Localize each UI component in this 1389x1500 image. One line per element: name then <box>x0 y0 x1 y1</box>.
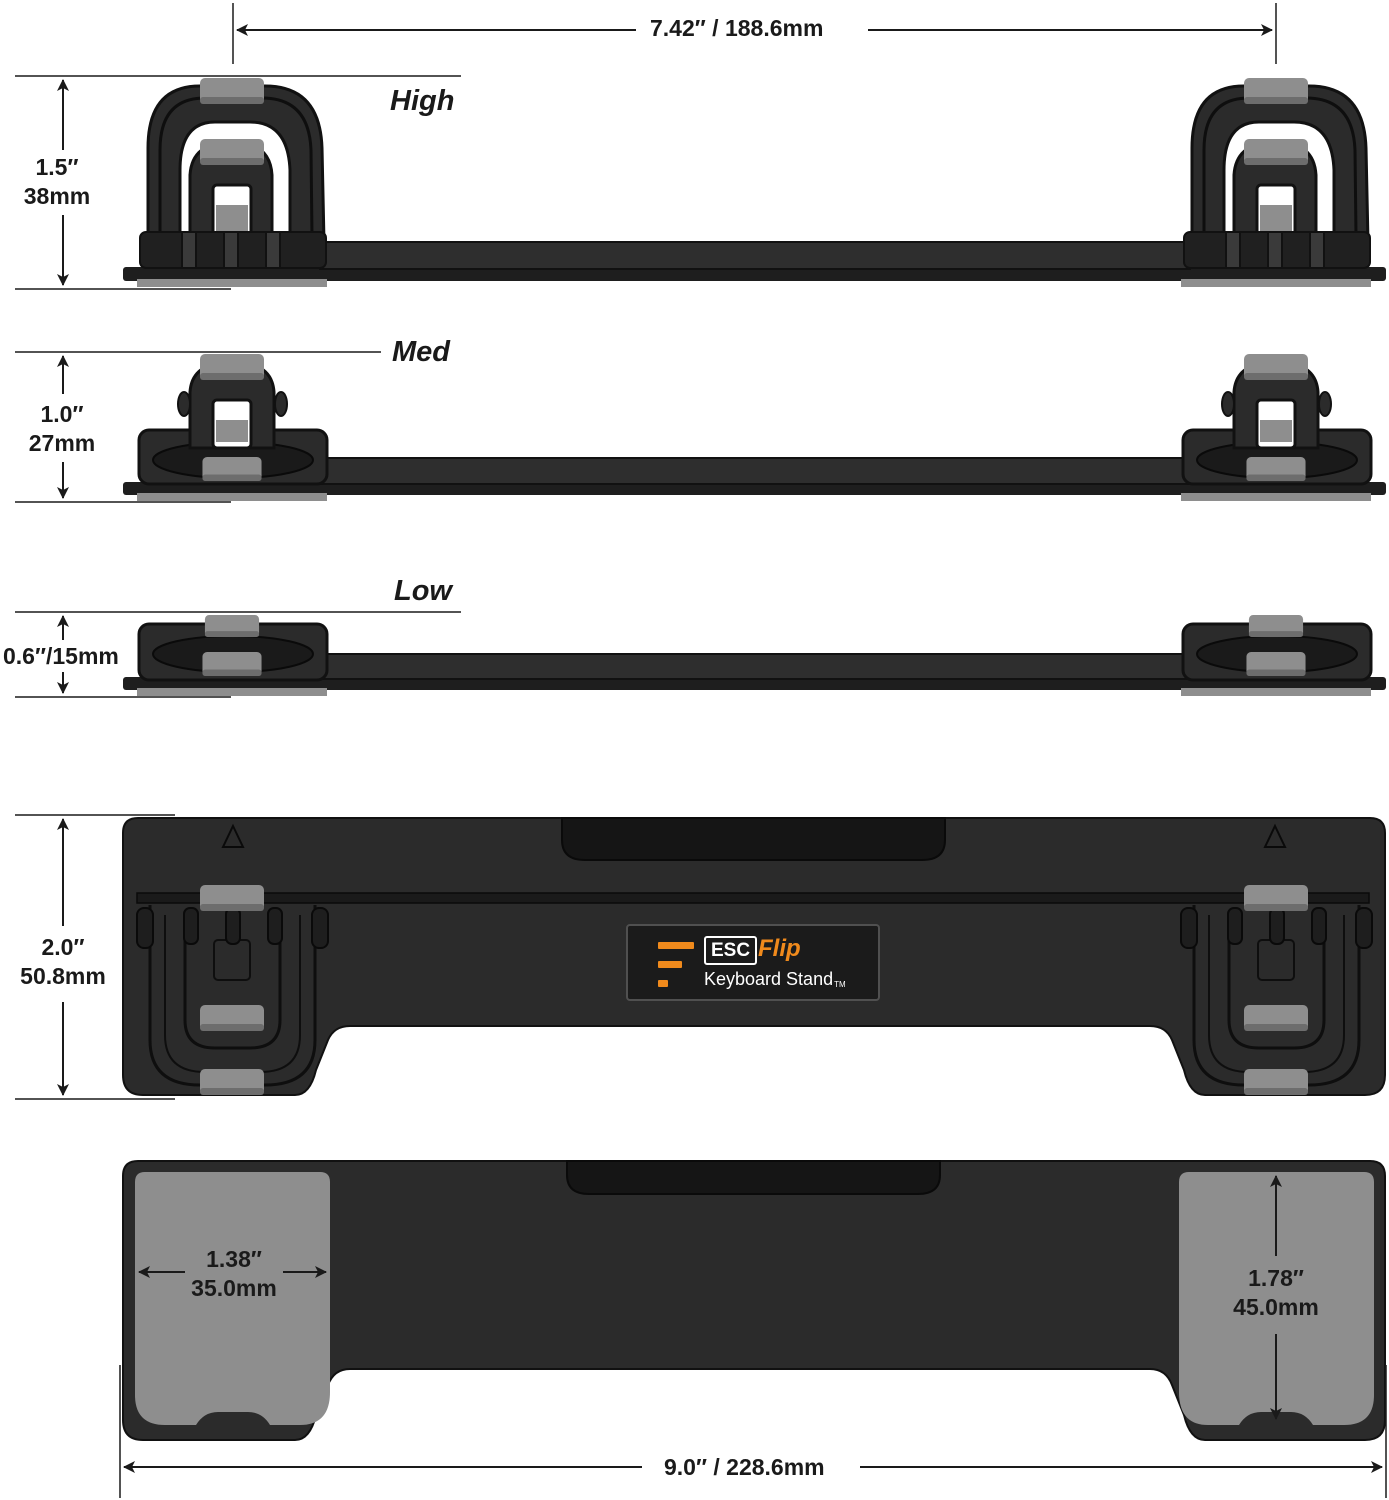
med-right-riser <box>1181 354 1373 486</box>
low-side-view <box>15 611 1386 698</box>
top-view-right-riser <box>1180 885 1373 1095</box>
left-rubber-pad <box>135 1172 330 1425</box>
high-right-riser <box>1183 78 1371 269</box>
depth-mm: 50.8mm <box>20 963 106 989</box>
logo-bar-short <box>658 980 668 987</box>
esc-logo-icon <box>658 942 694 988</box>
low-height-label: 0.6″/15mm <box>1 642 121 671</box>
depth-inches: 2.0″ <box>41 934 85 960</box>
high-right-foot <box>1181 279 1371 287</box>
width-bottom-label: 9.0″ / 228.6mm <box>658 1453 831 1482</box>
high-height-mm: 38mm <box>23 183 91 209</box>
level-label-high: High <box>390 85 455 117</box>
bottom-view <box>119 1160 1387 1498</box>
high-left-foot <box>137 279 327 287</box>
low-left-riser <box>137 615 329 682</box>
med-right-foot <box>1181 493 1371 501</box>
width-top-label: 7.42″ / 188.6mm <box>644 14 830 43</box>
badge-product-text: Keyboard Stand <box>704 969 834 989</box>
right-rubber-pad <box>1179 1172 1374 1425</box>
low-crossbar <box>319 653 1191 680</box>
low-right-foot <box>1181 688 1371 696</box>
high-height-inches: 1.5″ <box>35 154 79 180</box>
med-side-view <box>15 351 1386 503</box>
high-base-plate <box>123 267 1386 281</box>
pad-width-mm: 35.0mm <box>191 1275 277 1301</box>
logo-bar-long <box>658 942 694 949</box>
level-label-med: Med <box>392 336 450 368</box>
med-height-inches: 1.0″ <box>40 401 84 427</box>
high-crossbar <box>319 241 1191 270</box>
med-base-plate <box>123 482 1386 495</box>
badge-esc-text: ESC <box>704 936 758 965</box>
pad-depth-mm: 45.0mm <box>1233 1294 1319 1320</box>
med-crossbar <box>319 457 1191 485</box>
pad-depth-label: 1.78″ 45.0mm <box>1228 1264 1324 1322</box>
bottom-view-body <box>122 1160 1386 1441</box>
level-label-low: Low <box>394 575 452 607</box>
bottom-view-handle-cutout <box>566 1160 941 1195</box>
right-arrow-marker-icon <box>1263 823 1287 848</box>
low-left-foot <box>137 688 327 696</box>
low-base-plate <box>123 677 1386 690</box>
logo-bar-medium <box>658 961 682 968</box>
badge-product-line: Keyboard StandTM <box>704 968 846 996</box>
badge-trademark: TM <box>834 980 846 989</box>
top-view-handle-cutout <box>561 817 946 861</box>
top-view-hinge-bar <box>136 892 1370 904</box>
med-height-label: 1.0″ 27mm <box>14 400 110 458</box>
depth-label: 2.0″ 50.8mm <box>12 933 114 991</box>
pad-width-label: 1.38″ 35.0mm <box>186 1245 282 1303</box>
badge-flip-text: Flip <box>758 935 801 962</box>
pad-width-inches: 1.38″ <box>206 1246 262 1272</box>
med-height-mm: 27mm <box>28 430 96 456</box>
top-view-left-riser <box>136 885 329 1095</box>
high-side-view <box>15 3 1386 290</box>
med-left-foot <box>137 493 327 501</box>
med-left-riser <box>137 354 329 486</box>
product-badge: ESC Flip Keyboard StandTM <box>626 924 880 1001</box>
high-left-riser <box>139 78 327 269</box>
low-right-riser <box>1181 615 1373 682</box>
high-height-label: 1.5″ 38mm <box>14 153 100 211</box>
left-arrow-marker-icon <box>221 823 245 848</box>
pad-depth-inches: 1.78″ <box>1248 1265 1304 1291</box>
